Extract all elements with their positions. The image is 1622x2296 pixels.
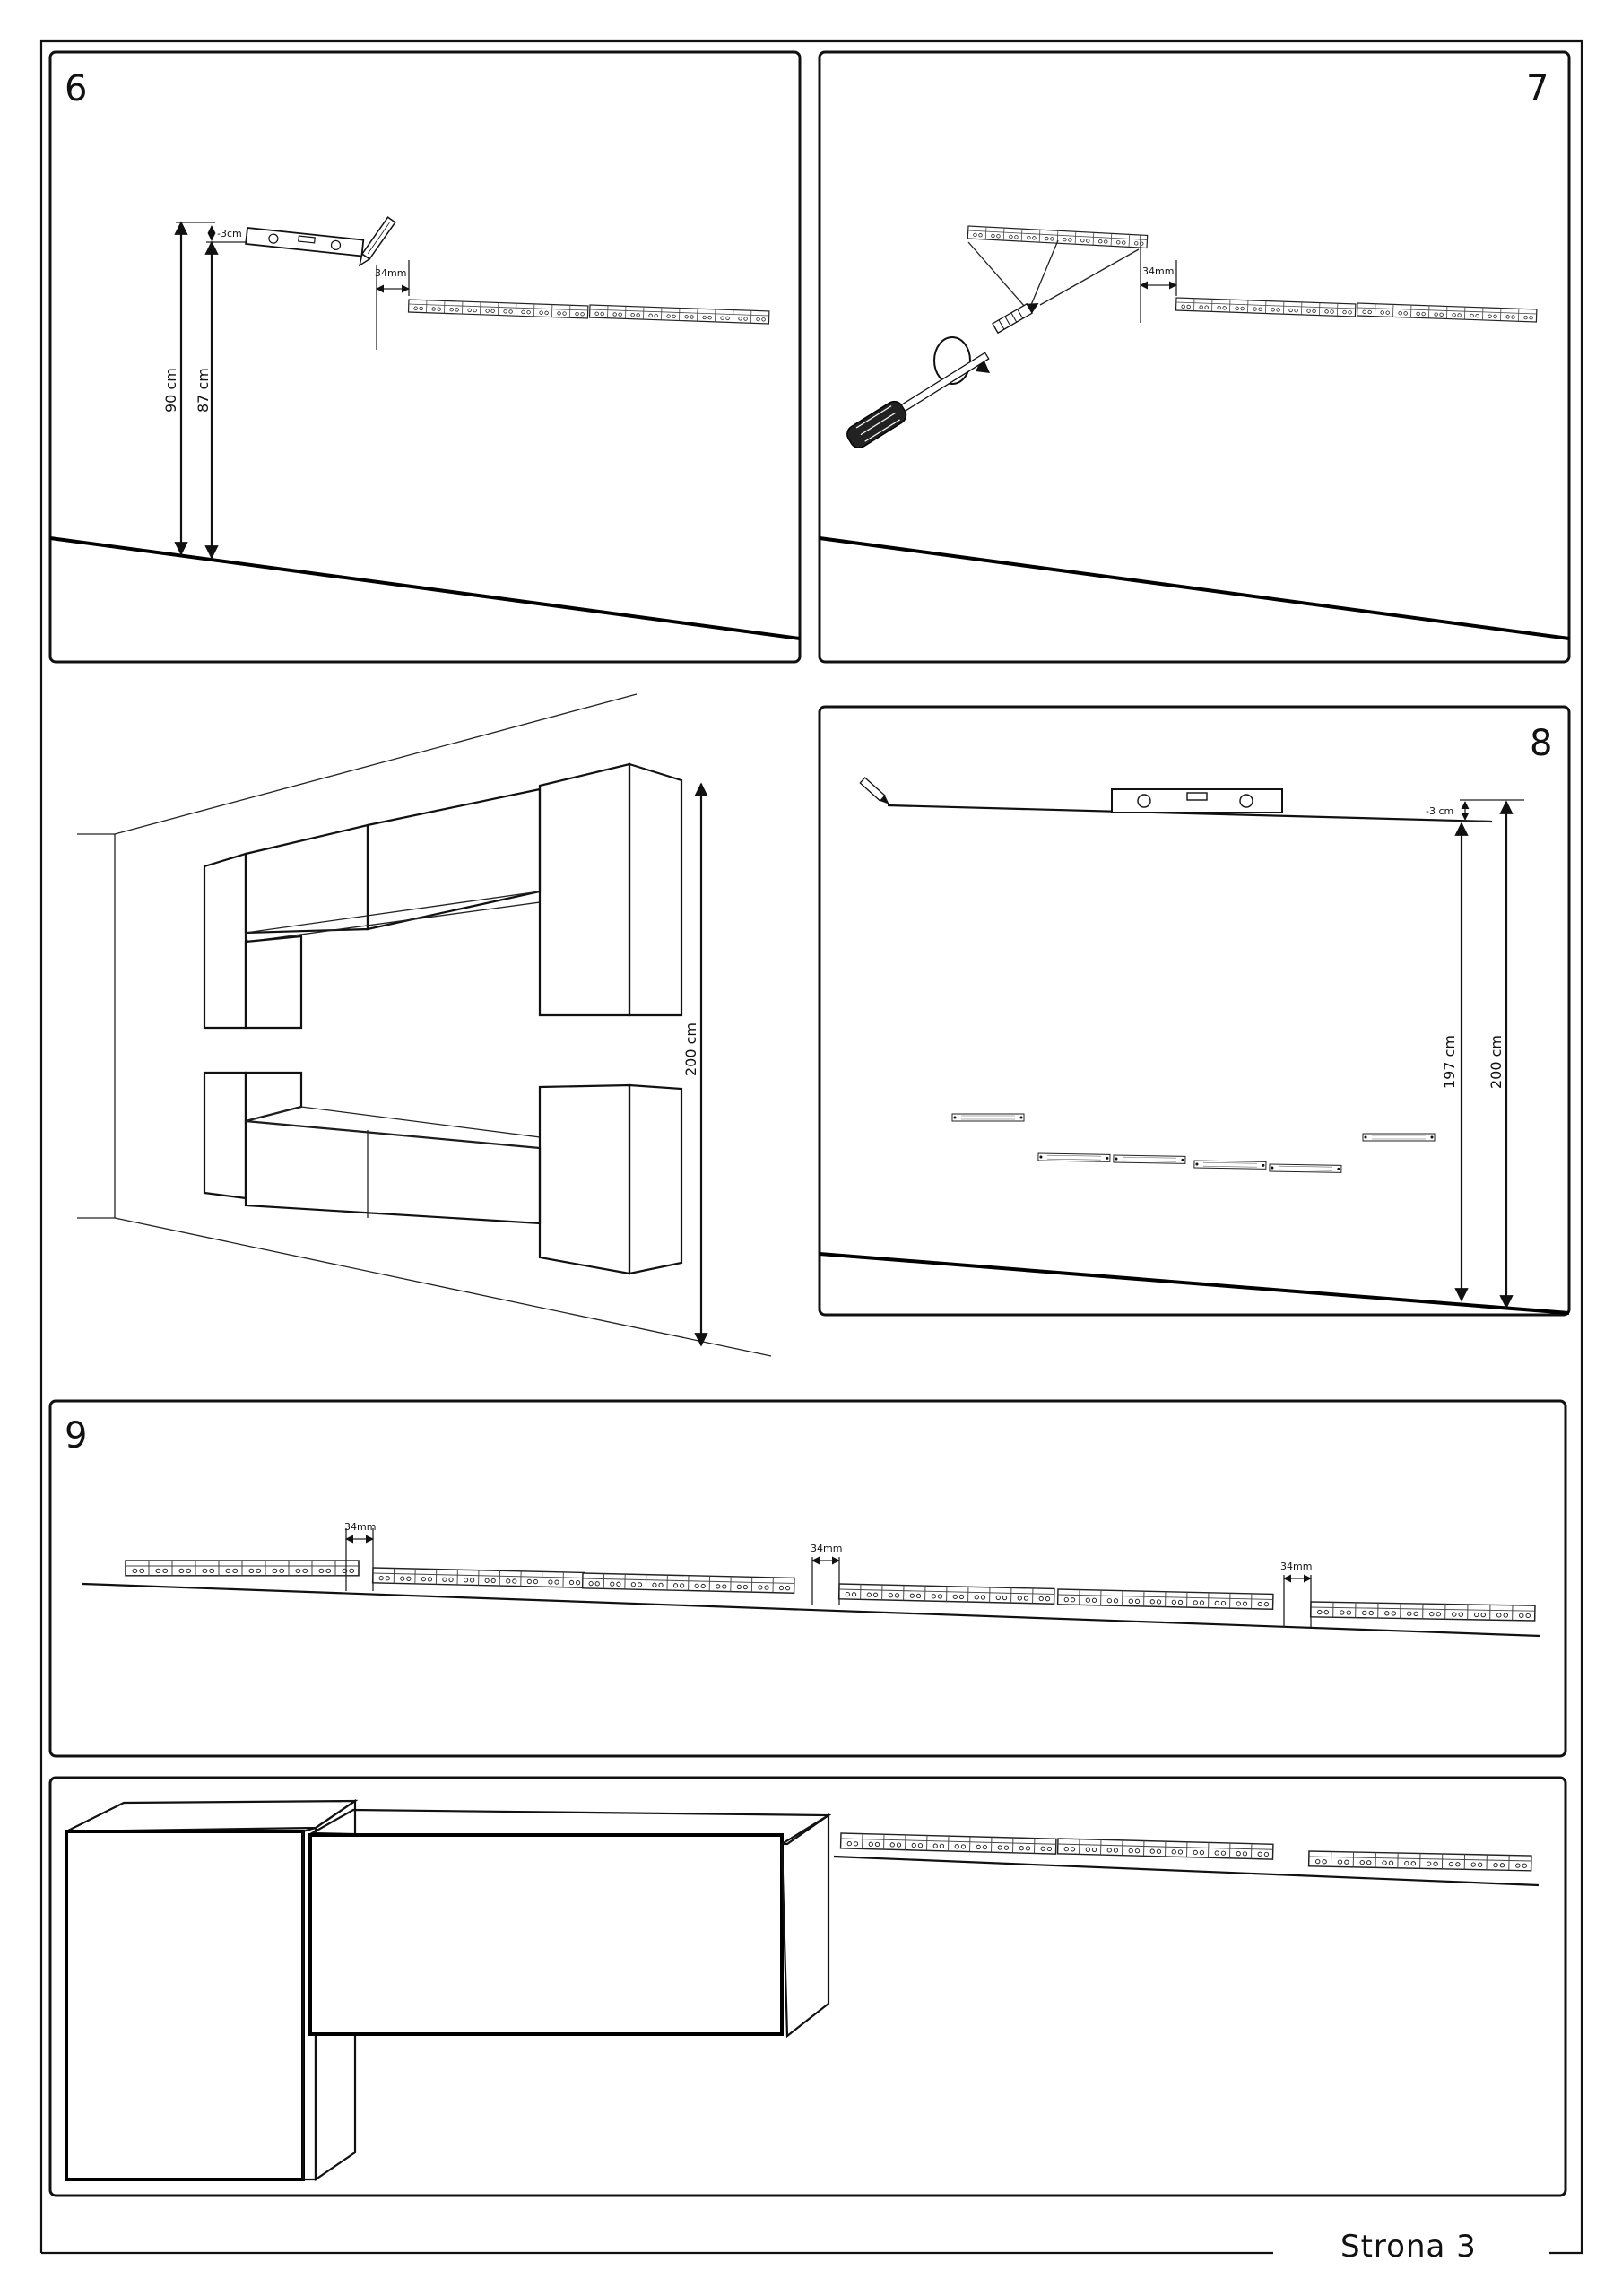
mounting-rail-icon xyxy=(1056,1588,1274,1610)
cabinet-icon xyxy=(65,1798,359,2182)
floor-line xyxy=(49,536,801,640)
mounting-rail-icon xyxy=(1037,1152,1111,1162)
mounting-rail-icon xyxy=(837,1583,1055,1605)
step-8-panel: 8 -3 cm 197 cm 200 cm xyxy=(818,705,1571,1317)
cabinet-hanging-panel xyxy=(48,1776,1567,2197)
mounting-rail-icon xyxy=(1269,1163,1342,1173)
label-minus-3cm: -3 cm xyxy=(1426,805,1453,817)
floor-line xyxy=(819,1252,1570,1315)
step-6-panel: 6 90 cm 87 cm -3cm 34mm xyxy=(48,50,802,664)
rail-baseline xyxy=(82,1582,1541,1638)
label-minus-3cm: -3cm xyxy=(217,228,242,239)
mounting-rail-icon xyxy=(407,299,589,319)
mounting-rail-icon xyxy=(1113,1154,1186,1164)
step-6-number: 6 xyxy=(65,68,87,109)
pencil-icon xyxy=(358,216,396,267)
mounting-rail-icon xyxy=(1307,1850,1532,1872)
spirit-level-icon xyxy=(1111,788,1283,813)
screw-icon xyxy=(992,302,1039,335)
step-9-panel: 9 34mm 34mm 34mm xyxy=(48,1399,1567,1758)
overview-illustration: 200 cm xyxy=(77,693,772,1357)
label-90cm: 90 cm xyxy=(162,368,179,413)
label-34mm-gap-3: 34mm xyxy=(1280,1561,1312,1572)
mounting-rail-icon xyxy=(588,304,770,325)
spirit-level-icon xyxy=(245,227,365,257)
label-34mm-gap-2: 34mm xyxy=(811,1543,842,1554)
mounting-rail-icon xyxy=(371,1567,585,1588)
floor-line xyxy=(819,536,1570,640)
mounting-rail-icon xyxy=(1356,302,1538,323)
label-200cm: 200 cm xyxy=(682,1022,699,1076)
label-34mm: 34mm xyxy=(375,267,406,279)
mounting-rail-icon xyxy=(581,1572,795,1594)
mounting-rail-icon xyxy=(1056,1838,1274,1860)
page-border xyxy=(39,39,1583,2255)
mounting-rail-icon xyxy=(1193,1160,1267,1170)
mounting-rail-icon xyxy=(951,1113,1025,1122)
label-87cm: 87 cm xyxy=(195,368,212,413)
mounting-rail-icon xyxy=(1309,1601,1536,1622)
step-7-panel: 7 34mm xyxy=(818,50,1571,664)
label-34mm: 34mm xyxy=(1142,265,1174,277)
mounting-rail-icon xyxy=(125,1560,360,1577)
mounting-rail-icon xyxy=(967,225,1149,249)
screwdriver-icon xyxy=(846,352,990,448)
mounting-rail-icon xyxy=(1362,1133,1436,1142)
label-34mm-gap-1: 34mm xyxy=(344,1521,376,1533)
step-7-number: 7 xyxy=(1526,68,1548,109)
pencil-icon xyxy=(859,777,889,804)
rotate-arrow-icon xyxy=(933,336,990,385)
step-8-number: 8 xyxy=(1530,723,1552,764)
mounting-rail-icon xyxy=(1175,297,1357,317)
cabinet-icon xyxy=(308,1808,832,2039)
mounting-rail-icon xyxy=(839,1832,1057,1855)
page-footer: Strona 3 xyxy=(1340,2229,1477,2265)
label-200cm: 200 cm xyxy=(1488,1035,1505,1089)
step-9-number: 9 xyxy=(65,1415,87,1457)
label-197cm: 197 cm xyxy=(1441,1035,1458,1089)
